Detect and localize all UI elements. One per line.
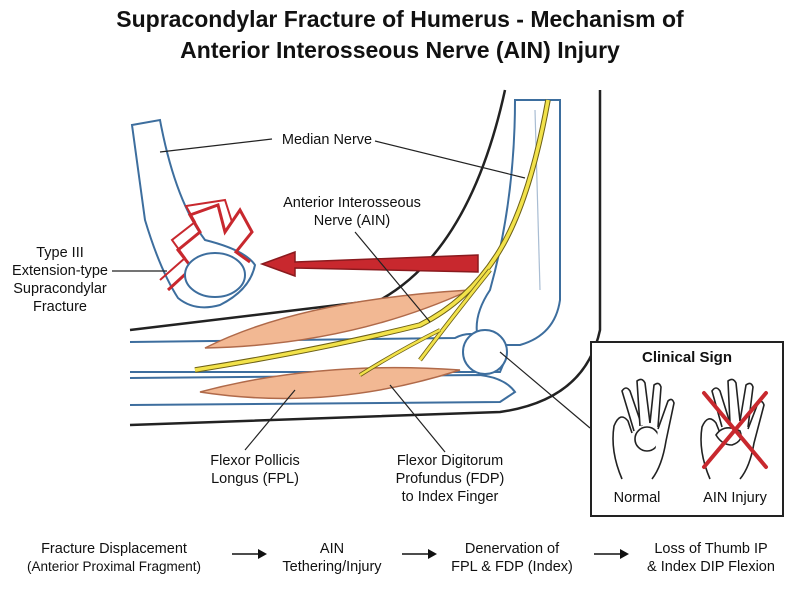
label-fdp-line-3: to Index Finger <box>401 489 499 505</box>
label-fracture-line-4: Fracture <box>33 299 87 315</box>
flow-step-2-line-2: Tethering/Injury <box>282 559 382 575</box>
clinical-sign-panel: Clinical Sign Normal AIN Injury <box>590 341 784 517</box>
leader-clinical-sign <box>499 351 591 429</box>
displacement-arrow <box>259 250 479 278</box>
clinical-sign-ain-injury-label: AIN Injury <box>703 490 767 506</box>
ulna-bone <box>129 333 507 373</box>
normal-ok-sign-hand-icon <box>612 378 675 480</box>
flow-arrow-3-icon <box>594 549 629 559</box>
label-fdp: Flexor Digitorum Profundus (FDP) to Inde… <box>380 452 520 506</box>
humerus-condyle <box>184 252 246 298</box>
clinical-sign-title: Clinical Sign <box>641 349 732 366</box>
flow-step-1-line-1: Fracture Displacement <box>41 541 187 557</box>
leader-median-nerve-left <box>159 138 273 153</box>
label-fpl-line-2: Longus (FPL) <box>211 471 299 487</box>
label-ain: Anterior Interosseous Nerve (AIN) <box>262 194 442 230</box>
median-nerve-fill <box>194 99 550 372</box>
label-median-nerve: Median Nerve <box>281 132 373 148</box>
flow-arrow-1-icon <box>232 549 267 559</box>
label-fpl: Flexor Pollicis Longus (FPL) <box>190 452 320 488</box>
title-line-1: Supracondylar Fracture of Humerus - Mech… <box>116 6 684 32</box>
hand-signs <box>612 378 768 480</box>
humerus-shaft <box>475 99 561 346</box>
ain-branch <box>418 269 492 361</box>
title-line-2: Anterior Interosseous Nerve (AIN) Injury <box>180 37 620 63</box>
label-fracture: Type III Extension-type Supracondylar Fr… <box>6 244 114 316</box>
label-fpl-line-1: Flexor Pollicis <box>210 453 300 469</box>
flow-step-1-line-2: (Anterior Proximal Fragment) <box>26 559 202 574</box>
fracture-line-outer <box>159 198 233 281</box>
humerus-inner-line <box>534 109 541 291</box>
flow-step-4-line-1: Loss of Thumb IP <box>654 541 768 557</box>
clinical-sign-normal-label: Normal <box>613 490 661 506</box>
arm-skin-outline-lower <box>129 90 602 427</box>
label-fdp-line-1: Flexor Digitorum <box>396 453 504 469</box>
leader-median-nerve-right <box>374 140 526 179</box>
label-fdp-line-2: Profundus (FDP) <box>395 471 505 487</box>
elbow-joint <box>462 329 508 375</box>
flow-arrow-2-icon <box>402 549 437 559</box>
flow-step-3: Denervation of FPL & FDP (Index) <box>436 540 588 576</box>
flow-step-3-line-1: Denervation of <box>464 541 560 557</box>
flow-step-2-line-1: AIN <box>319 541 345 557</box>
flow-step-4-line-2: & Index DIP Flexion <box>647 559 775 575</box>
leader-fpl <box>244 389 296 451</box>
flow-step-4: Loss of Thumb IP & Index DIP Flexion <box>628 540 794 576</box>
label-ain-line-1: Anterior Interosseous <box>283 195 421 211</box>
diagram-title: Supracondylar Fracture of Humerus - Mech… <box>0 4 800 66</box>
arm-skin-outline-upper <box>129 89 507 332</box>
ain-branch-2 <box>359 328 441 377</box>
leader-fdp <box>389 384 446 453</box>
label-fracture-line-2: Extension-type <box>12 263 108 279</box>
cross-mark-icon <box>702 391 768 469</box>
label-fracture-line-1: Type III <box>36 245 84 261</box>
flow-step-1: Fracture Displacement (Anterior Proximal… <box>8 540 220 576</box>
label-ain-line-2: Nerve (AIN) <box>313 213 391 229</box>
fpl-muscle <box>199 366 461 400</box>
flow-step-2: AIN Tethering/Injury <box>268 540 396 576</box>
leader-ain <box>354 231 431 323</box>
flow-step-3-line-2: FPL & FDP (Index) <box>451 559 573 575</box>
label-fracture-line-3: Supracondylar <box>13 281 107 297</box>
